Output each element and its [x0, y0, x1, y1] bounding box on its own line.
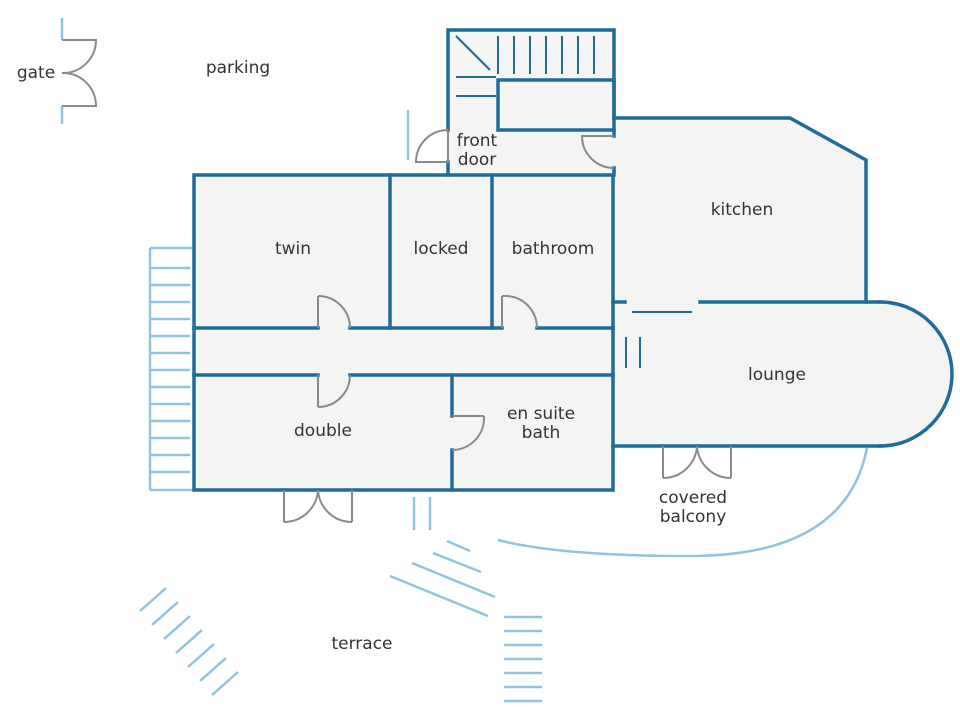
label-terrace: terrace: [331, 634, 393, 654]
label-front-door: front door: [456, 131, 498, 170]
terrace-steps: [389, 539, 542, 703]
lower-left-steps: [139, 587, 239, 696]
twin-door: [317, 295, 351, 329]
outdoor-lines: [60, 18, 869, 703]
left-stairs: [148, 246, 194, 492]
double-exit-doors: [283, 489, 353, 524]
label-parking: parking: [205, 58, 271, 78]
doors: [61, 39, 732, 524]
label-twin: twin: [274, 239, 312, 259]
label-double: double: [294, 421, 352, 441]
label-locked: locked: [413, 239, 469, 259]
balcony-curve: [497, 447, 869, 558]
gate-door: [61, 39, 98, 107]
label-kitchen: kitchen: [710, 200, 774, 220]
label-gate: gate: [16, 63, 56, 83]
inner-lines: [455, 35, 692, 368]
label-lounge: lounge: [748, 365, 806, 385]
label-covered-balcony: covered balcony: [658, 488, 728, 527]
double-door: [317, 374, 351, 408]
ensuite-door: [451, 415, 486, 452]
front-door: [414, 129, 449, 163]
walls: [192, 28, 954, 492]
label-en-suite-bath: en suite bath: [506, 404, 576, 443]
balcony-doors: [662, 445, 732, 480]
label-bathroom: bathroom: [511, 239, 595, 259]
bathroom-door: [501, 294, 539, 329]
floor-fill: [194, 30, 952, 490]
